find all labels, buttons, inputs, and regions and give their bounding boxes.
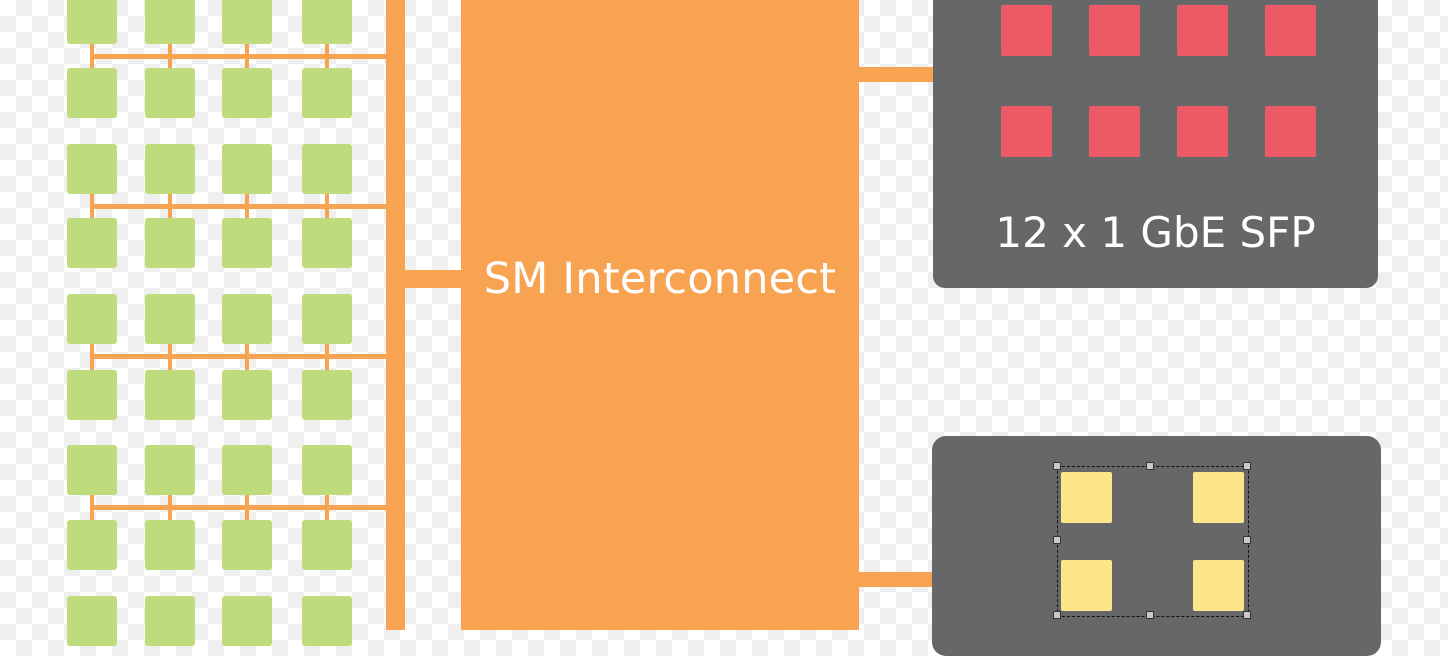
core-rail-stub [245, 34, 249, 78]
processor-core [222, 0, 272, 44]
resize-handle-top-right[interactable] [1243, 462, 1251, 470]
core-rail-stub [168, 334, 172, 380]
processor-core [67, 370, 117, 420]
link-to-sfp-module [858, 67, 933, 82]
core-rail-stub [168, 184, 172, 228]
sfp-port [1177, 5, 1228, 56]
processor-core [302, 596, 352, 646]
selection-box[interactable] [1057, 466, 1249, 617]
processor-core [222, 370, 272, 420]
processor-core [302, 294, 352, 344]
resize-handle-top-left[interactable] [1053, 462, 1061, 470]
core-rail-stub [90, 184, 94, 228]
processor-core [222, 520, 272, 570]
processor-core [145, 294, 195, 344]
core-rail [92, 204, 386, 209]
resize-handle-bottom-right[interactable] [1243, 611, 1251, 619]
sfp-port [1089, 106, 1140, 157]
processor-core [67, 68, 117, 118]
resize-handle-bottom-middle[interactable] [1146, 611, 1154, 619]
sfp-module-label: 12 x 1 GbE SFP [995, 208, 1316, 257]
core-rail [92, 354, 386, 359]
resize-handle-bottom-left[interactable] [1053, 611, 1061, 619]
processor-core [302, 144, 352, 194]
resize-handle-middle-right[interactable] [1243, 536, 1251, 544]
processor-core [67, 520, 117, 570]
processor-core [222, 218, 272, 268]
resize-handle-top-middle[interactable] [1146, 462, 1154, 470]
core-rail-stub [325, 485, 329, 530]
processor-core [145, 68, 195, 118]
chip-bottom-right [1193, 560, 1244, 611]
core-rail-stub [90, 334, 94, 380]
processor-core [67, 144, 117, 194]
sfp-port [1177, 106, 1228, 157]
sfp-port [1001, 5, 1052, 56]
core-rail-stub [245, 184, 249, 228]
bus-to-interconnect-link [405, 270, 462, 288]
sfp-port [1265, 106, 1316, 157]
sm-interconnect-block: SM Interconnect [461, 0, 859, 630]
processor-core [67, 294, 117, 344]
chip-bottom-left [1061, 560, 1112, 611]
core-rail-stub [325, 334, 329, 380]
processor-core [302, 370, 352, 420]
processor-core [302, 520, 352, 570]
core-rail-stub [90, 485, 94, 530]
chip-top-right [1193, 472, 1244, 523]
processor-core [145, 445, 195, 495]
processor-core [302, 445, 352, 495]
sm-interconnect-label: SM Interconnect [483, 254, 837, 304]
core-rail-stub [245, 485, 249, 530]
processor-core [145, 596, 195, 646]
processor-core [67, 445, 117, 495]
processor-core [302, 68, 352, 118]
sfp-module-panel: 12 x 1 GbE SFP [933, 0, 1378, 288]
core-rail-stub [325, 184, 329, 228]
processor-core [67, 218, 117, 268]
sfp-port [1089, 5, 1140, 56]
core-rail-stub [325, 34, 329, 78]
core-rail [92, 54, 386, 59]
core-rail [92, 505, 386, 510]
lower-module-panel [932, 436, 1381, 656]
sfp-port [1265, 5, 1316, 56]
processor-core [222, 68, 272, 118]
processor-core [302, 0, 352, 44]
processor-core [302, 218, 352, 268]
processor-core [145, 218, 195, 268]
core-rail-stub [168, 34, 172, 78]
processor-core [222, 294, 272, 344]
resize-handle-middle-left[interactable] [1053, 536, 1061, 544]
core-rail-stub [90, 34, 94, 78]
processor-core [222, 445, 272, 495]
processor-core [145, 520, 195, 570]
core-rail-stub [168, 485, 172, 530]
processor-core [67, 596, 117, 646]
processor-core [145, 370, 195, 420]
processor-core [67, 0, 117, 44]
core-rail-stub [245, 334, 249, 380]
link-to-lower-module [858, 572, 933, 587]
processor-core [145, 144, 195, 194]
chip-top-left [1061, 472, 1112, 523]
processor-core [222, 144, 272, 194]
processor-core [145, 0, 195, 44]
vertical-bus [386, 0, 405, 630]
sfp-port [1001, 106, 1052, 157]
processor-core [222, 596, 272, 646]
